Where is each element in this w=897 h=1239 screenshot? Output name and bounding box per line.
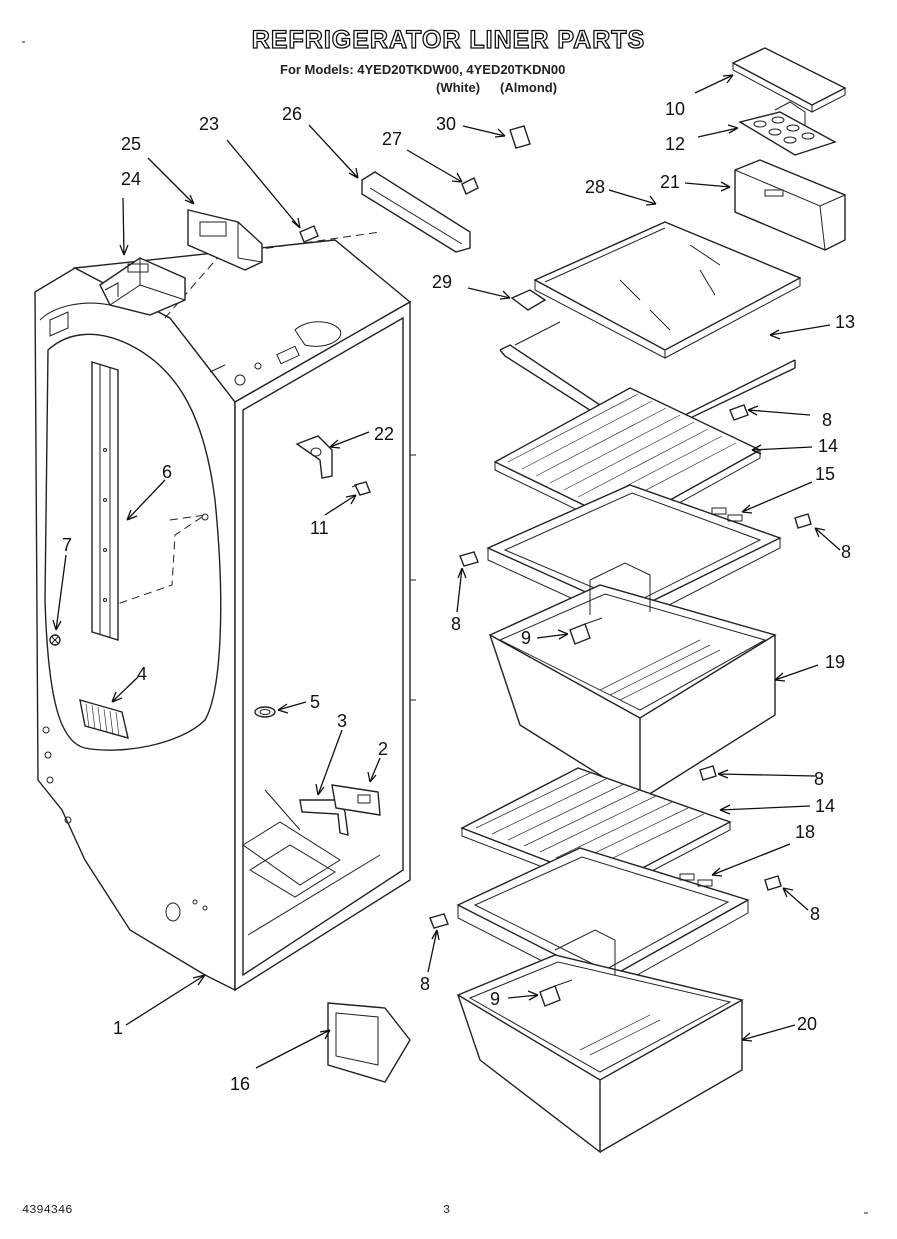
callout-23: 23	[199, 114, 219, 134]
callout-24: 24	[121, 169, 141, 189]
callout-18: 18	[795, 822, 815, 842]
part-21-bin	[734, 159, 846, 251]
callout-5: 5	[310, 692, 320, 712]
document-number: 4394346	[22, 1203, 73, 1217]
callout-27: 27	[382, 129, 402, 149]
callout-6: 6	[162, 462, 172, 482]
part-8-support-1	[729, 404, 749, 421]
page-number: 3	[443, 1203, 451, 1217]
callout-labels: 1 2 3 4 5 6 7 8 8 8 8 8 8 9 9 10 11 12 1…	[62, 99, 855, 1094]
callout-14b: 14	[815, 796, 835, 816]
part-12-egg-tray	[738, 101, 837, 156]
part-6-rail	[91, 361, 119, 641]
part-8-support-3	[459, 551, 479, 567]
part-8-support-6	[429, 913, 449, 929]
callout-10: 10	[665, 99, 685, 119]
callout-28: 28	[585, 177, 605, 197]
callout-19: 19	[825, 652, 845, 672]
part-10-lid	[731, 47, 847, 113]
callout-22: 22	[374, 424, 394, 444]
part-28-glass-shelf	[533, 221, 802, 359]
part-23-screw	[299, 225, 319, 243]
callout-9a: 9	[521, 628, 531, 648]
callout-26: 26	[282, 104, 302, 124]
callout-16: 16	[230, 1074, 250, 1094]
callout-12: 12	[665, 134, 685, 154]
part-8-support-2	[794, 513, 812, 529]
part-26-rail	[361, 171, 471, 253]
callout-8a: 8	[822, 410, 832, 430]
callout-14a: 14	[818, 436, 838, 456]
callout-9b: 9	[490, 989, 500, 1009]
part-2-bracket	[331, 784, 381, 816]
part-29-clip	[510, 289, 547, 311]
part-8-support-4	[699, 765, 717, 781]
part-9-clip-1	[569, 617, 603, 645]
callout-8d: 8	[814, 769, 824, 789]
variant-white: (White)	[436, 80, 481, 95]
leader-lines	[52, 74, 841, 1069]
callout-8b: 8	[841, 542, 851, 562]
callout-15: 15	[815, 464, 835, 484]
callout-11: 11	[310, 518, 329, 538]
callout-4: 4	[137, 664, 147, 684]
callout-1: 1	[113, 1018, 123, 1038]
callout-20: 20	[797, 1014, 817, 1034]
part-11-screw	[351, 481, 371, 496]
part-24-housing	[99, 257, 186, 316]
part-9-clip-2	[539, 979, 573, 1007]
page-title: REFRIGERATOR LINER PARTS	[251, 25, 646, 54]
part-22-bracket	[295, 435, 333, 479]
callout-30: 30	[436, 114, 456, 134]
part-20-drawer	[456, 929, 744, 1154]
callout-8f: 8	[420, 974, 430, 994]
part-25-bracket	[187, 209, 263, 271]
callout-21: 21	[660, 172, 680, 192]
callout-8c: 8	[451, 614, 461, 634]
variant-almond: (Almond)	[500, 80, 558, 95]
part-16-frame	[327, 1002, 411, 1083]
part-5-grommet	[254, 706, 276, 718]
callout-13: 13	[835, 312, 855, 332]
callout-3: 3	[337, 711, 347, 731]
model-numbers: For Models: 4YED20TKDW00, 4YED20TKDN00	[280, 62, 566, 77]
callout-29: 29	[432, 272, 452, 292]
part-19-crisper-drawer	[488, 562, 777, 802]
callout-8e: 8	[810, 904, 820, 924]
part-8-support-5	[764, 875, 782, 891]
part-30-clip	[509, 125, 531, 149]
part-7-screw	[49, 634, 61, 646]
callout-7: 7	[62, 535, 72, 555]
part-4-grille	[79, 699, 129, 739]
part-27-screw	[461, 177, 479, 195]
callout-2: 2	[378, 739, 388, 759]
callout-25: 25	[121, 134, 141, 154]
